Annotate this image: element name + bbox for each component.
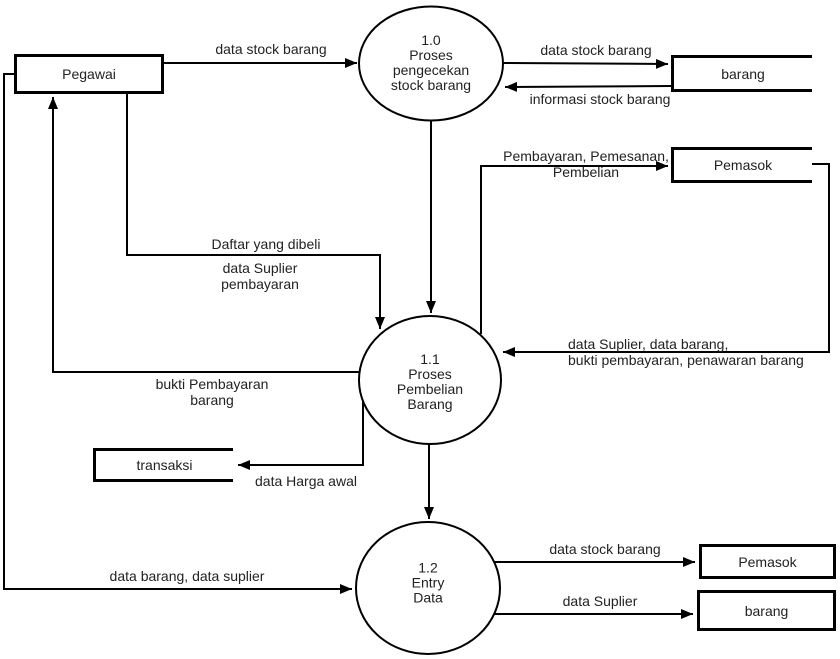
entity-pemasok-top: Pemasok <box>671 147 812 183</box>
flow-label-p12-to-barang: data Suplier <box>562 593 638 609</box>
datastore-barang-bottom-label: barang <box>744 602 789 619</box>
flow-label-p11-to-pegawai: bukti Pembayaran barang <box>155 376 269 408</box>
flow-label-p11-to-transaksi: data Harga awal <box>255 473 357 489</box>
process-circle-1-2 <box>355 521 501 655</box>
flow-label-barang-to-p10: informasi stock barang <box>529 91 671 107</box>
process-circle-1-0 <box>358 5 504 122</box>
flow-pemasok-to-p11 <box>503 163 830 357</box>
entity-pemasok-top-label: Pemasok <box>713 157 773 173</box>
datastore-transaksi-label: transaksi <box>136 457 193 473</box>
entity-pegawai: Pegawai <box>14 54 164 94</box>
entity-pemasok-bottom-label: Pemasok <box>738 553 797 570</box>
process-1-0-label: 1.0 Proses pengecekan stock barang <box>390 32 472 93</box>
flow-pegawai-to-p11 <box>126 94 385 329</box>
datastore-barang-top-label: barang <box>721 65 765 82</box>
entity-pegawai-label: Pegawai <box>62 66 116 82</box>
flow-label-p10-to-barang: data stock barang <box>540 42 652 58</box>
flow-label-pegawai-to-p11-suplier: data Suplier pembayaran <box>221 260 299 292</box>
flow-label-p11-to-pemasok: Pembayaran, Pemesanan, Pembelian <box>503 148 669 180</box>
flow-barang-to-p10 <box>504 81 672 92</box>
flow-p11-to-pemasok <box>480 161 668 334</box>
flow-label-p12-to-pemasok: data stock barang <box>549 541 661 557</box>
flow-p11-to-transaksi <box>238 400 364 470</box>
datastore-barang-bottom: barang <box>697 590 836 631</box>
flow-label-pemasok-to-p11: data Suplier, data barang, bukti pembaya… <box>568 336 804 368</box>
entity-pemasok-bottom: Pemasok <box>699 544 836 579</box>
process-1-1-label: 1.1 Proses Pembelian Barang <box>396 351 464 412</box>
flow-p10-to-barang <box>503 58 669 69</box>
flow-p11-to-pegawai <box>48 97 360 373</box>
flow-label-pegawai-to-p11-daftar: Daftar yang dibeli <box>211 236 321 252</box>
datastore-barang-top: barang <box>671 55 812 92</box>
flow-label-pegawai-to-p10: data stock barang <box>215 41 327 57</box>
process-1-2-label: 1.2 Entry Data <box>411 559 445 606</box>
flow-pegawai-to-p12 <box>3 73 352 594</box>
flow-label-pegawai-to-p12: data barang, data suplier <box>109 568 265 584</box>
process-circle-1-1 <box>358 315 502 445</box>
datastore-transaksi: transaksi <box>93 448 233 482</box>
